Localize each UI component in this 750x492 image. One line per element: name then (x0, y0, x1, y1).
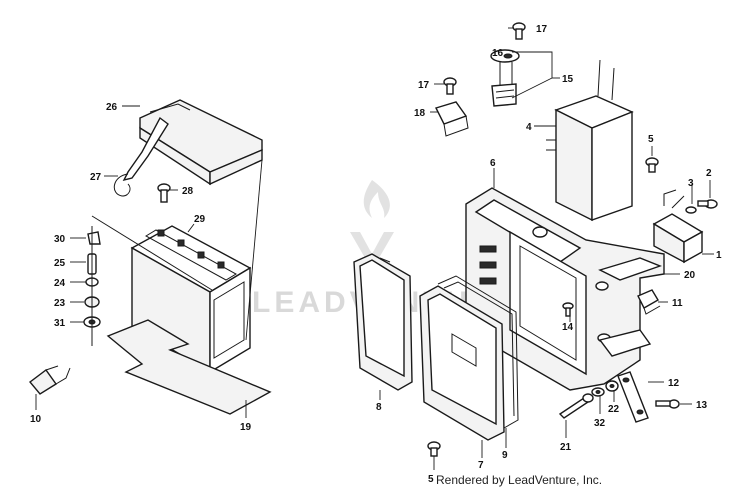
cover-8 (353, 253, 413, 391)
screw-2 (697, 199, 718, 209)
callout-6: 6 (490, 158, 496, 169)
wire-clip-18 (435, 101, 469, 137)
footer-credit: Rendered by LeadVenture, Inc. (436, 473, 602, 487)
screw-28 (157, 183, 171, 203)
gasket-9 (437, 275, 519, 429)
cover-7 (419, 285, 505, 441)
bracket-12 (617, 371, 649, 423)
callout-2: 2 (706, 168, 712, 179)
callout-18: 18 (414, 108, 426, 119)
screw-5-bottom (427, 441, 441, 457)
callout-24: 24 (54, 278, 66, 289)
callout-9: 9 (502, 450, 508, 461)
callout-16: 16 (492, 48, 504, 59)
callout-7: 7 (478, 460, 484, 471)
watermark-v-icon (350, 232, 394, 270)
screw-17-mid (443, 77, 457, 95)
screw-5-top (645, 157, 659, 173)
callout-numbers: 26 27 28 29 30 25 24 23 31 10 19 17 16 1… (30, 24, 722, 485)
washer-3 (685, 206, 697, 214)
callout-17-mid: 17 (418, 80, 430, 91)
callout-29: 29 (194, 214, 206, 225)
battery (130, 225, 252, 374)
callout-26: 26 (106, 102, 118, 113)
battery-mat (106, 319, 272, 415)
callout-21: 21 (560, 442, 572, 453)
callout-30: 30 (54, 234, 66, 245)
bolt-21 (558, 393, 594, 419)
screw-14 (562, 302, 574, 317)
callout-25: 25 (54, 258, 66, 269)
cdi-unit (546, 59, 634, 222)
callout-11: 11 (672, 298, 683, 309)
connector-plug-10 (28, 365, 71, 395)
battery-strap (113, 116, 169, 197)
callout-5-top: 5 (648, 134, 654, 145)
screw-13 (655, 399, 680, 409)
callout-14: 14 (562, 322, 574, 333)
callout-15: 15 (562, 74, 574, 85)
callout-5-bottom: 5 (428, 474, 434, 485)
terminal-parts (83, 215, 213, 346)
leader-lines (35, 27, 714, 470)
callout-1: 1 (716, 250, 722, 261)
callout-32: 32 (594, 418, 606, 429)
callout-20: 20 (684, 270, 696, 281)
callout-8: 8 (376, 402, 382, 413)
callout-10: 10 (30, 414, 42, 425)
callout-13: 13 (696, 400, 708, 411)
callout-31: 31 (54, 318, 66, 329)
callout-23: 23 (54, 298, 66, 309)
callout-27: 27 (90, 172, 102, 183)
callout-12: 12 (668, 378, 680, 389)
callout-22: 22 (608, 404, 620, 415)
clip-11 (637, 289, 661, 315)
main-case (465, 187, 665, 391)
screw-17-top (512, 22, 526, 40)
callout-19: 19 (240, 422, 252, 433)
washer-32 (591, 387, 605, 397)
watermark-flame-icon (363, 180, 390, 218)
callout-3: 3 (688, 178, 694, 189)
washer-22 (605, 380, 619, 392)
rectifier-1 (652, 189, 704, 264)
callout-17-top: 17 (536, 24, 548, 35)
callout-4: 4 (526, 122, 532, 133)
battery-cover (139, 99, 263, 186)
callout-28: 28 (182, 186, 194, 197)
wire-clip-16 (490, 49, 520, 107)
